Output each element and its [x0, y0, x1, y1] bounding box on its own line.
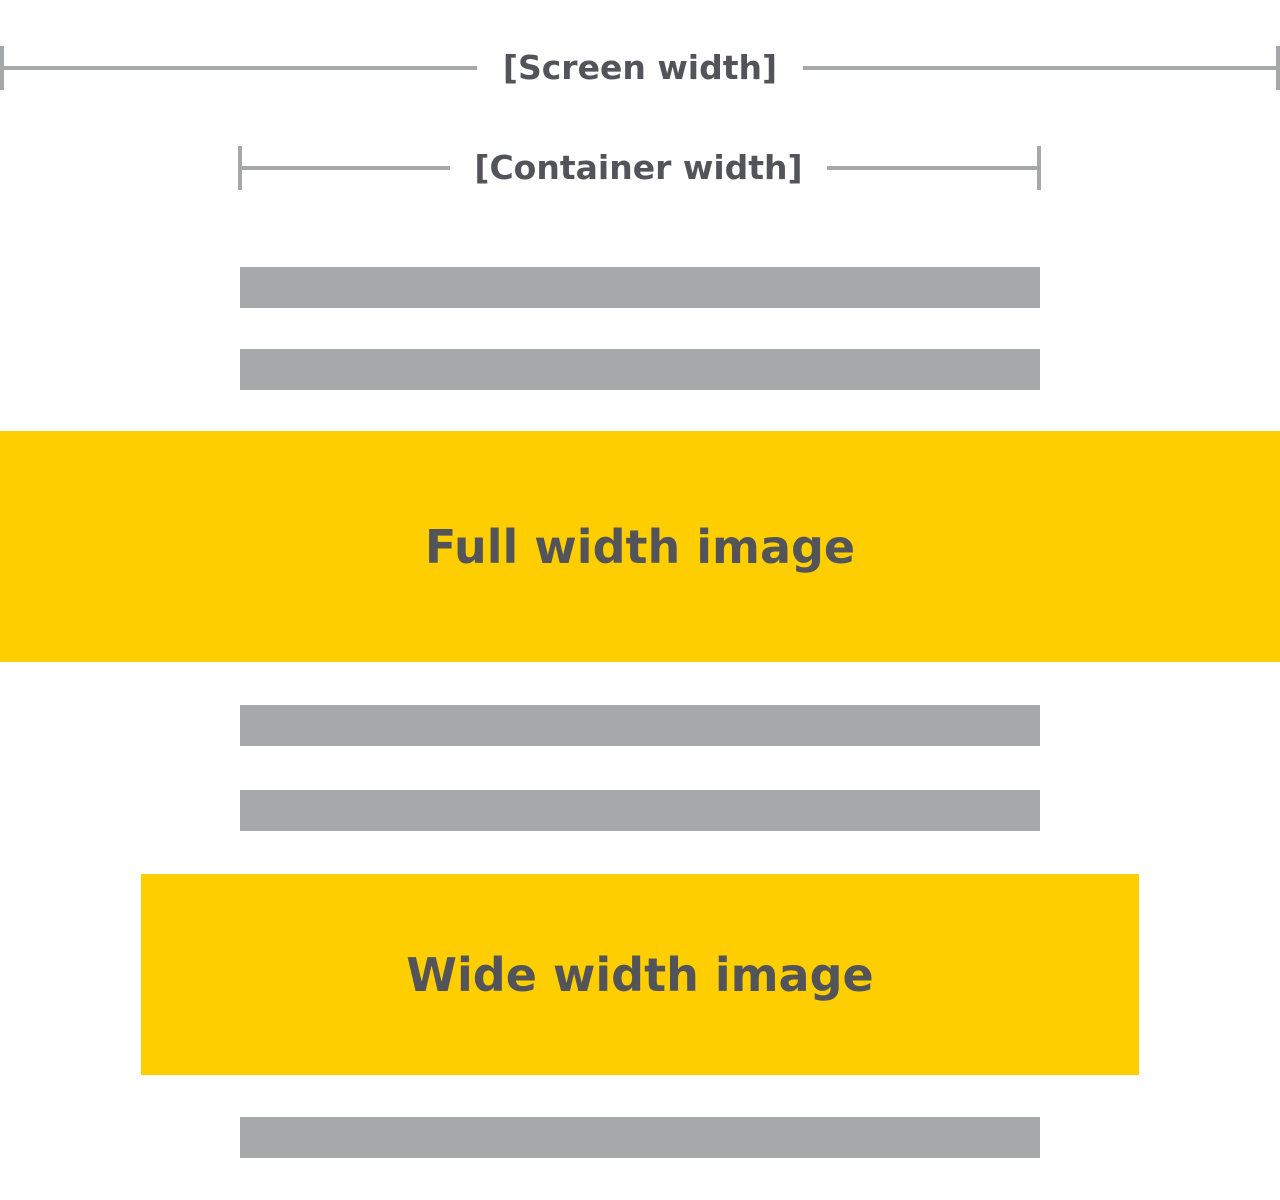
container-width-measure: [Container width]	[238, 146, 1042, 190]
container-width-right-line	[827, 166, 1039, 170]
text-placeholder-bar	[240, 705, 1040, 746]
screen-width-right-tick	[1276, 46, 1280, 90]
text-placeholder-bar	[240, 267, 1040, 308]
full-width-image-label: Full width image	[424, 519, 856, 574]
text-placeholder-bar	[240, 790, 1040, 831]
container-width-left-line	[240, 166, 450, 170]
wide-width-image-block: Wide width image	[141, 874, 1139, 1075]
screen-width-measure: [Screen width]	[0, 46, 1280, 90]
wide-width-image-label: Wide width image	[406, 947, 874, 1002]
screen-width-left-line	[2, 66, 477, 70]
screen-width-right-line	[803, 66, 1278, 70]
full-width-image-block: Full width image	[0, 431, 1280, 662]
text-placeholder-bar	[240, 1117, 1040, 1158]
container-width-label: [Container width]	[474, 148, 803, 187]
text-placeholder-bar	[240, 349, 1040, 390]
container-width-right-tick	[1037, 146, 1041, 190]
screen-width-label: [Screen width]	[502, 48, 778, 87]
